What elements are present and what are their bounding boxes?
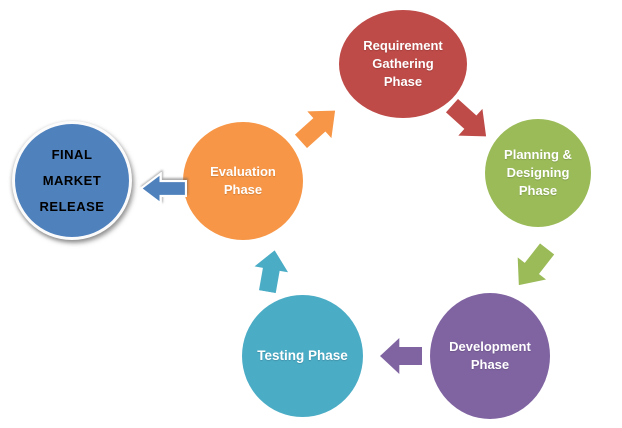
arrow-shape	[254, 250, 289, 294]
phase-label-final-market-release: FINAL MARKET RELEASE	[39, 146, 105, 214]
phase-circle-requirement-gathering: Requirement Gathering Phase	[339, 10, 467, 118]
phase-circle-evaluation: Evaluation Phase	[183, 122, 303, 240]
arrow-development-to-testing-icon	[380, 338, 422, 374]
arrow-evaluation-to-final-release-icon	[140, 172, 187, 205]
arrow-testing-to-evaluation-icon	[254, 250, 289, 294]
arrow-shape	[517, 243, 555, 286]
arrow-shape	[294, 110, 336, 149]
phase-label-development: Development Phase	[449, 338, 531, 372]
phase-circle-planning-designing: Planning & Designing Phase	[485, 119, 591, 227]
phase-circle-testing: Testing Phase	[242, 295, 363, 417]
arrow-shape	[380, 338, 422, 374]
arrow-requirement-to-planning-icon	[445, 98, 487, 137]
phase-label-requirement-gathering: Requirement Gathering Phase	[363, 37, 443, 90]
arrow-planning-to-development-icon	[517, 243, 555, 286]
phase-circle-development: Development Phase	[430, 293, 550, 419]
arrow-shape	[140, 172, 187, 205]
arrow-evaluation-to-requirement-icon	[294, 110, 336, 149]
phase-label-planning-designing: Planning & Designing Phase	[504, 146, 572, 199]
arrow-shape	[445, 98, 487, 137]
phase-label-testing: Testing Phase	[257, 347, 348, 363]
phase-label-evaluation: Evaluation Phase	[210, 163, 276, 197]
phase-circle-final-market-release: FINAL MARKET RELEASE	[12, 121, 132, 240]
